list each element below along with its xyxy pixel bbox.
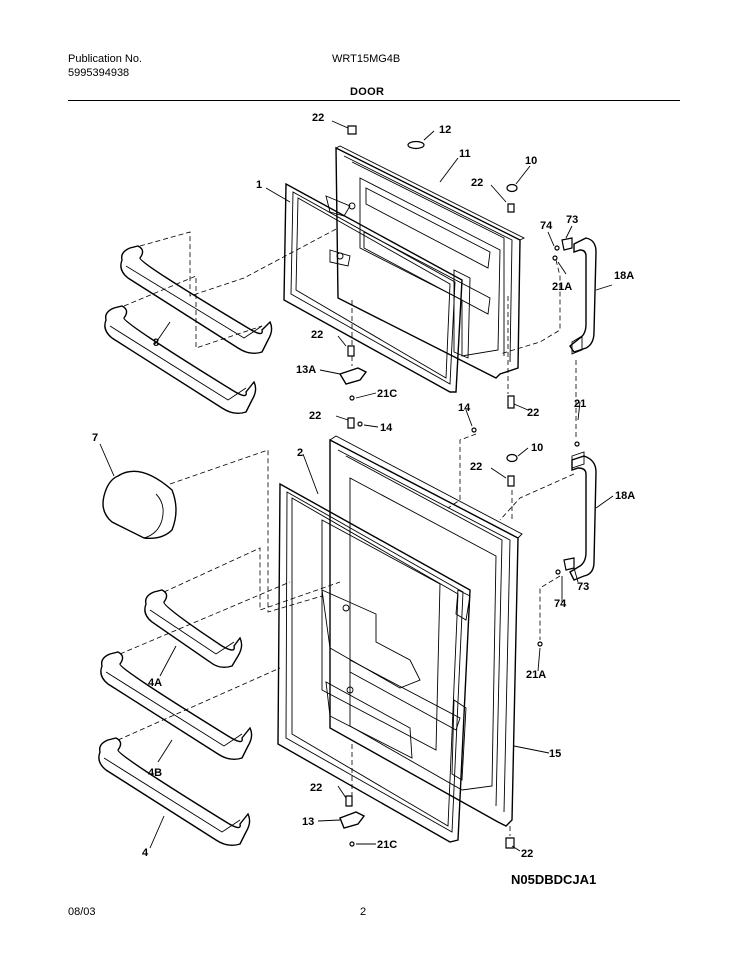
callout-14: 14 [458,402,471,414]
callout-8: 8 [153,337,159,349]
callout-2: 2 [297,447,303,459]
fresh-food-door-gasket [277,482,471,843]
callout-21A: 21A [552,281,572,293]
callout-18A: 18A [614,270,634,282]
small-hardware-upper [347,125,573,409]
freezer-door-outer-panel [335,145,526,379]
callout-73: 73 [577,581,589,593]
callout-4A: 4A [148,677,162,689]
callout-74: 74 [540,220,553,232]
callout-21: 21 [574,398,586,410]
header-rule [68,100,680,101]
section-title: DOOR [350,86,385,98]
publication-label: Publication No. [68,53,142,65]
freezer-door-gasket [283,182,463,393]
callout-10: 10 [531,442,543,454]
publication-number: 5995394938 [68,67,130,79]
callout-4B: 4B [148,767,162,779]
freezer-door-liner [325,195,356,267]
callout-13: 13 [302,816,314,828]
callout-4: 4 [142,847,149,859]
freezer-shelf-lower [104,305,257,415]
fresh-food-hinge-13 [339,811,366,829]
callout-22: 22 [470,461,482,473]
fresh-food-handle [569,451,597,581]
callout-21A: 21A [526,669,546,681]
callout-leaders [99,120,614,852]
diagram-code: N05DBDCJA1 [511,872,597,887]
callout-21C: 21C [377,839,397,851]
page-number: 2 [360,906,367,918]
door-shelf-4A [144,589,243,669]
callout-11: 11 [459,148,471,160]
callout-73: 73 [566,214,578,226]
callout-22: 22 [521,848,533,860]
callout-21C: 21C [377,388,397,400]
callout-22: 22 [310,782,322,794]
callout-22: 22 [311,329,323,341]
small-hardware-lower [345,417,580,849]
callout-18A: 18A [615,490,635,502]
callout-12: 12 [439,124,451,136]
callout-13A: 13A [296,364,316,376]
dairy-door-7 [102,470,177,540]
door-shelf-4B [100,651,253,761]
freezer-shelf-upper [120,245,273,355]
callout-74: 74 [554,598,567,610]
callout-14: 14 [380,422,393,434]
model-number: WRT15MG4B [332,53,401,65]
freezer-handle [569,237,597,355]
door-shelf-4 [98,737,251,847]
fresh-food-door-liner [321,519,471,781]
callout-7: 7 [92,432,98,444]
callout-1: 1 [256,179,262,191]
freezer-hinge-13A [338,367,368,385]
callout-22: 22 [527,407,539,419]
fresh-food-door-outer-panel [329,435,523,827]
callout-10: 10 [525,155,537,167]
callout-22: 22 [312,112,324,124]
footer-date: 08/03 [68,906,96,918]
callout-labels: 22 12 10 11 22 1 74 73 21A 18A 8 22 13A … [92,112,635,860]
assembly-guide-lines [117,227,577,836]
callout-22: 22 [309,410,321,422]
callout-22: 22 [471,177,483,189]
callout-15: 15 [549,748,561,760]
